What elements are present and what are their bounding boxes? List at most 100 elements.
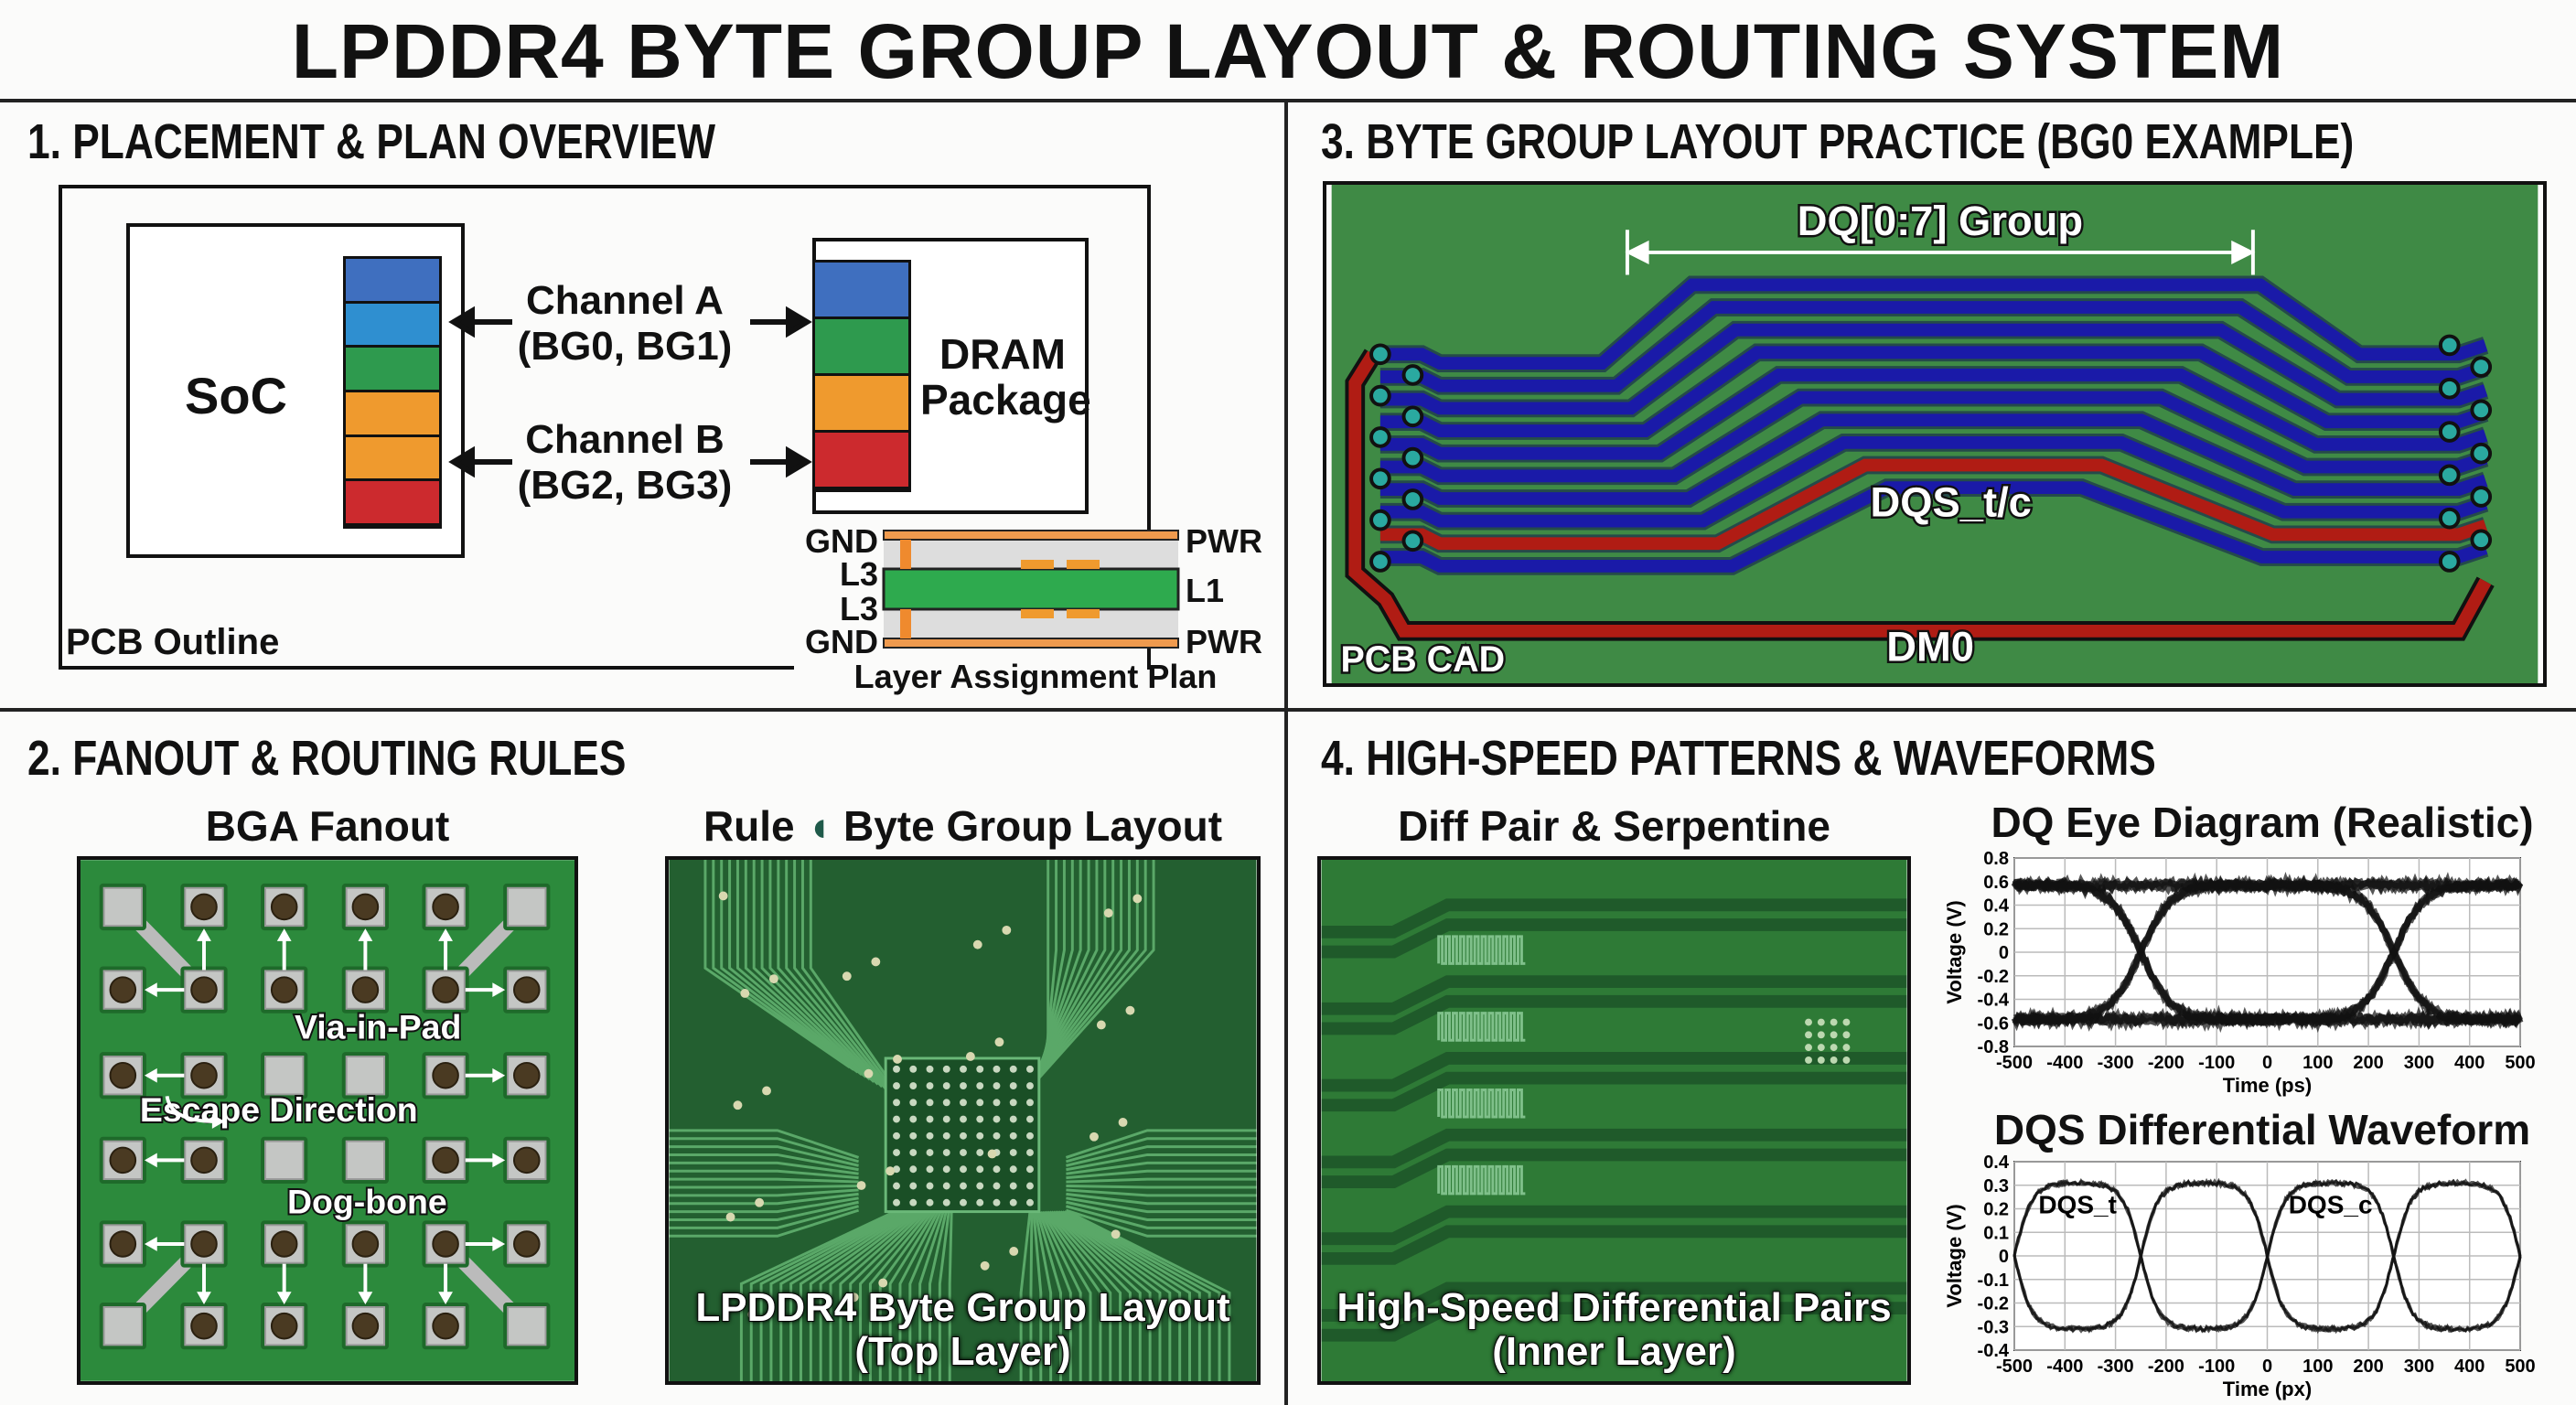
pcb-cad-label: PCB CAD [1341, 639, 1506, 680]
byte-group-block [346, 259, 439, 304]
bga-ball [942, 1099, 950, 1107]
dq-trace [1379, 391, 2488, 483]
bga-ball [1009, 1115, 1017, 1123]
pcb-trace [1066, 1153, 1257, 1172]
dimension-arrow-icon [1625, 240, 1649, 264]
diff-pair-title: Diff Pair & Serpentine [1398, 802, 1830, 850]
pcb-trace [703, 860, 851, 1069]
x-tick-label: -300 [2098, 1053, 2134, 1073]
pcb-trace [712, 860, 855, 1071]
y-tick-label: -0.2 [1978, 967, 2009, 987]
via-icon [270, 893, 298, 921]
serpentine-trace [1437, 1164, 1526, 1196]
bga-ball [926, 1149, 934, 1156]
bga-ball [909, 1132, 918, 1140]
via-icon [2470, 442, 2493, 465]
pcb-trace [1057, 1210, 1182, 1381]
bga-ball [1009, 1149, 1017, 1156]
layer-label: PWR [1186, 522, 1262, 560]
via-icon [190, 976, 218, 1003]
via-icon [432, 976, 459, 1003]
via-icon [190, 1230, 218, 1258]
bga-ball [926, 1099, 934, 1107]
pcb-trace [769, 1210, 904, 1381]
via-icon [849, 1292, 859, 1303]
page-title: LPDDR4 BYTE GROUP LAYOUT & ROUTING SYSTE… [291, 8, 2285, 94]
pcb-trace [1066, 1161, 1257, 1175]
via-icon [1369, 551, 1391, 573]
via-icon [1002, 925, 1012, 935]
via-icon [2438, 421, 2461, 443]
pcb-trace [1066, 1137, 1257, 1164]
bga-ball [893, 1082, 900, 1089]
via-icon [512, 1230, 541, 1258]
serpentine-trace [1437, 935, 1526, 965]
via-icon [1125, 1005, 1135, 1015]
y-tick-label: 0.4 [1983, 1154, 2010, 1173]
pcb-trace [1065, 1129, 1257, 1159]
pcb-trace [1063, 1210, 1211, 1381]
via-icon [2438, 334, 2461, 357]
pcb-trace [1039, 1210, 1082, 1381]
layer-stackup: GND L3 L3 GND PWR L1 PWR Layer Assignmen… [805, 522, 1262, 695]
divider [1284, 101, 1288, 1405]
x-tick-label: 400 [2454, 1357, 2485, 1377]
x-tick-label: -400 [2046, 1053, 2083, 1073]
via-icon [987, 1149, 997, 1159]
pcb-outline-label: PCB Outline [66, 622, 280, 662]
x-tick-label: 100 [2302, 1053, 2333, 1073]
pcb-trace [1038, 860, 1090, 1067]
bga-ball [926, 1198, 934, 1207]
bga-ball [893, 1065, 900, 1073]
via-icon [1817, 1031, 1825, 1039]
x-tick-label: -300 [2098, 1357, 2134, 1377]
via-icon [1132, 894, 1143, 904]
arrow-left-icon [448, 306, 475, 338]
via-icon [190, 1061, 218, 1089]
dq-trace [1379, 435, 2488, 528]
x-tick-label: 400 [2454, 1053, 2485, 1073]
x-axis-label: Time (px) [2223, 1378, 2312, 1400]
bga-ball [993, 1132, 1001, 1140]
arrow-icon [438, 928, 453, 941]
channel-b-name: Channel B [525, 417, 724, 462]
arrow-right-icon [786, 306, 812, 338]
via-icon [1842, 1056, 1851, 1064]
via-icon [2438, 551, 2461, 573]
via-icon [190, 1312, 218, 1340]
rule-title-a: Rule [703, 802, 795, 850]
bga-ball [993, 1065, 1001, 1073]
soc-byte-group-stack [343, 256, 442, 529]
pcb-trace [1061, 1210, 1201, 1381]
layer-plan-caption: Layer Assignment Plan [854, 658, 1218, 695]
pcb-trace [1043, 1210, 1102, 1381]
byte-group-block [815, 376, 908, 433]
bga-pad [345, 1140, 386, 1181]
dq-trace [1379, 369, 2488, 460]
via-icon [1401, 530, 1424, 552]
bga-ball [909, 1065, 918, 1073]
bga-ball [960, 1115, 967, 1123]
layer-label: GND [805, 522, 878, 560]
soc-label: SoC [185, 367, 287, 424]
pcb-trace [752, 860, 875, 1083]
bga-ball [926, 1115, 934, 1123]
via-icon [1401, 364, 1424, 386]
via-icon [1369, 426, 1391, 448]
arrow-icon [144, 1237, 157, 1251]
diff-pair-trace [1321, 1302, 1907, 1342]
dog-bone-label: Dog-bone [287, 1182, 447, 1220]
bga-ball [1026, 1132, 1034, 1140]
pcb-trace [1066, 1192, 1257, 1206]
pcb-trace [669, 1169, 859, 1180]
pcb-trace [669, 1200, 859, 1221]
diff-pair-trace [1321, 1225, 1907, 1265]
via-icon [1842, 1018, 1851, 1026]
via-icon [351, 893, 380, 921]
via-icon [733, 1100, 743, 1110]
pcb-trace [728, 860, 863, 1076]
via-icon [725, 1212, 735, 1222]
bga-ball [1026, 1082, 1034, 1089]
via-in-pad-label: Via-in-Pad [295, 1007, 461, 1046]
